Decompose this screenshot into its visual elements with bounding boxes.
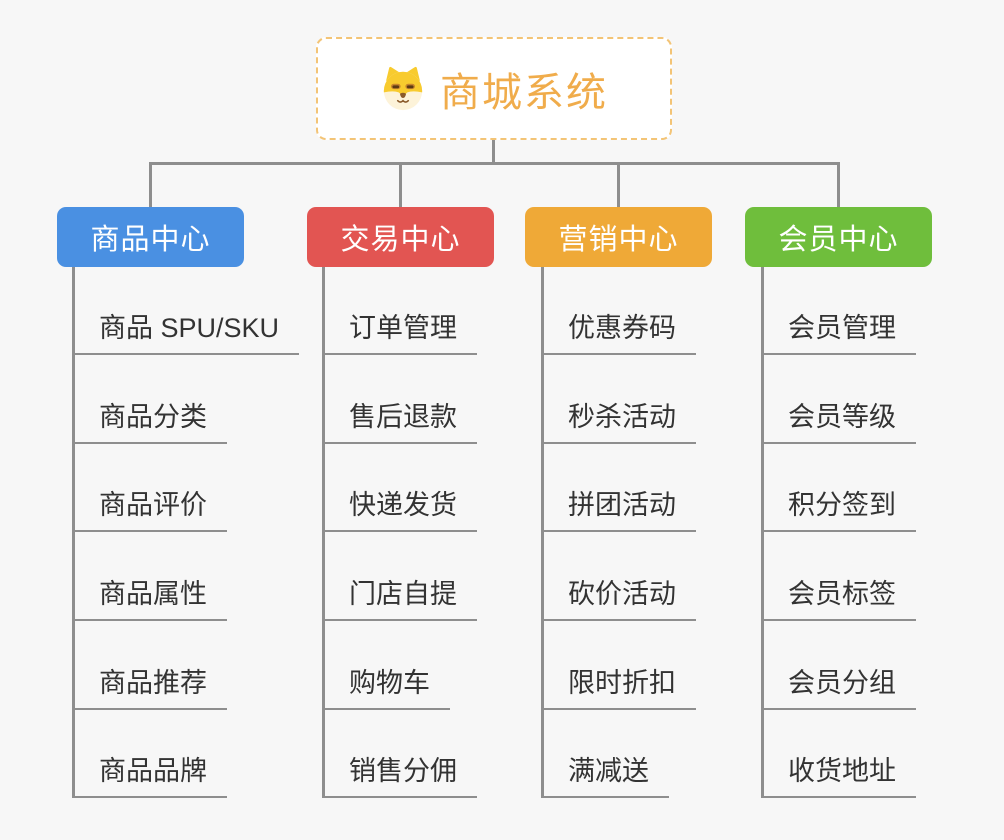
node-member-group[interactable]: 会员分组: [761, 665, 916, 710]
node-aftersale-refund[interactable]: 售后退款: [322, 399, 477, 444]
branch-header-trade-center[interactable]: 交易中心: [307, 207, 494, 267]
connector-drop-product: [149, 162, 152, 208]
node-sales-commission[interactable]: 销售分佣: [322, 753, 477, 798]
connector-root-stub: [492, 140, 495, 164]
shiba-dog-icon: [383, 66, 423, 110]
node-coupon-code[interactable]: 优惠券码: [541, 310, 696, 355]
connector-spine-marketing: [541, 267, 544, 798]
node-product-brand[interactable]: 商品品牌: [72, 753, 227, 798]
connector-spine-product: [72, 267, 75, 798]
node-product-spu-sku[interactable]: 商品 SPU/SKU: [72, 310, 300, 355]
branch-header-product-center[interactable]: 商品中心: [57, 207, 244, 267]
connector-spine-trade: [322, 267, 325, 798]
node-product-review[interactable]: 商品评价: [72, 487, 227, 532]
node-product-recommend[interactable]: 商品推荐: [72, 665, 227, 710]
node-product-category[interactable]: 商品分类: [72, 399, 227, 444]
node-bargain[interactable]: 砍价活动: [541, 576, 696, 621]
connector-drop-marketing: [617, 162, 620, 208]
node-shipping-address[interactable]: 收货地址: [761, 753, 916, 798]
node-order-management[interactable]: 订单管理: [322, 310, 477, 355]
connector-drop-trade: [399, 162, 402, 208]
node-store-pickup[interactable]: 门店自提: [322, 576, 477, 621]
connector-trunk-hline: [149, 162, 840, 165]
node-express-shipping[interactable]: 快递发货: [322, 487, 477, 532]
node-group-buy[interactable]: 拼团活动: [541, 487, 696, 532]
node-member-level[interactable]: 会员等级: [761, 399, 916, 444]
root-title: 商城系统: [440, 70, 608, 115]
node-member-tag[interactable]: 会员标签: [761, 576, 916, 621]
node-member-management[interactable]: 会员管理: [761, 310, 916, 355]
connector-spine-member: [761, 267, 764, 798]
branch-header-member-center[interactable]: 会员中心: [745, 207, 932, 267]
node-shopping-cart[interactable]: 购物车: [322, 665, 450, 710]
node-spend-save[interactable]: 满减送: [541, 753, 669, 798]
node-product-attr[interactable]: 商品属性: [72, 576, 227, 621]
connector-drop-member: [837, 162, 840, 208]
branch-header-marketing-center[interactable]: 营销中心: [525, 207, 712, 267]
root-node-mall-system[interactable]: 商城系统: [316, 37, 672, 140]
node-flash-sale[interactable]: 秒杀活动: [541, 399, 696, 444]
node-limited-discount[interactable]: 限时折扣: [541, 665, 696, 710]
node-points-checkin[interactable]: 积分签到: [761, 487, 916, 532]
